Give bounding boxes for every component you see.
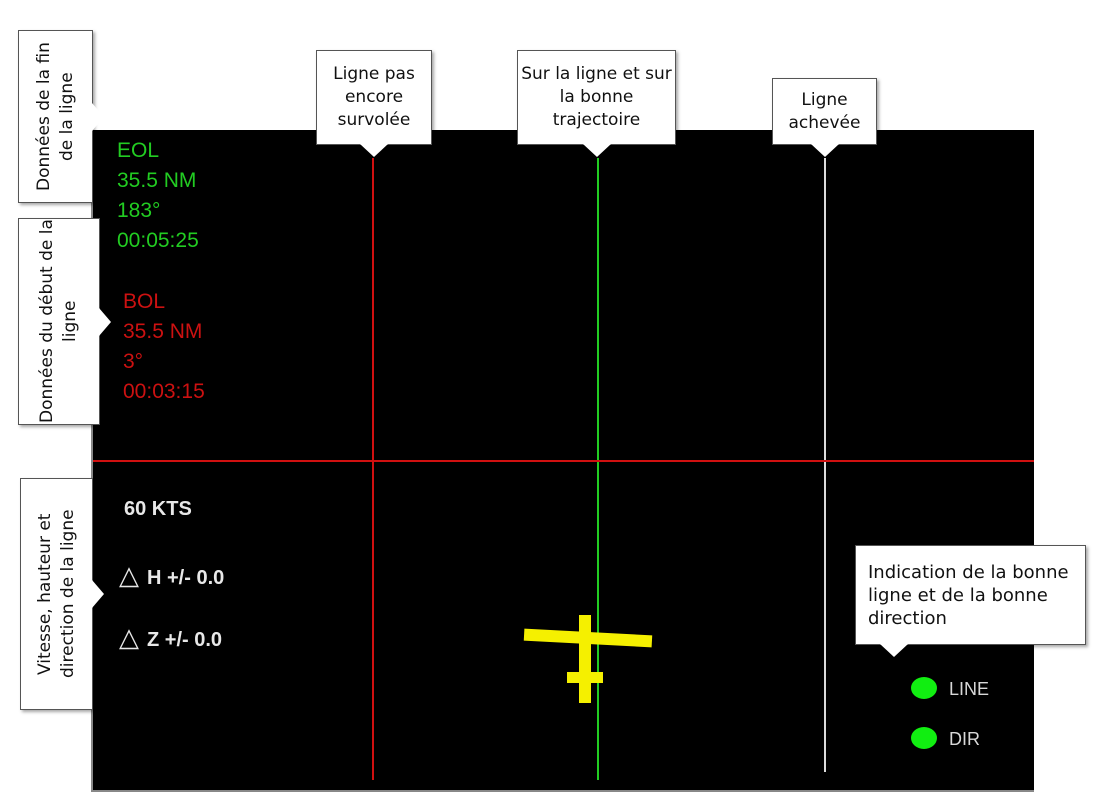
cross-track-line <box>93 460 1034 462</box>
callout-text: Vitesse, hauteur et direction de la lign… <box>34 509 78 679</box>
callout-text: Ligne pas encore survolée <box>333 64 415 130</box>
callout-text: Sur la ligne et sur la bonne trajectoire <box>521 64 672 130</box>
speed-readout: 60 KTS <box>124 498 192 520</box>
direction-deviation: △ Z +/- 0.0 <box>119 622 222 655</box>
callout-text: Données de la fin de la ligne <box>33 42 77 191</box>
bol-distance: 35.5 NM <box>123 320 203 343</box>
bol-label: BOL <box>123 290 166 313</box>
callout-not-flown: Ligne pas encore survolée <box>316 50 432 157</box>
callout-speed-height-direction: Vitesse, hauteur et direction de la lign… <box>20 478 104 710</box>
line-on-track <box>597 158 599 780</box>
eol-data: EOL 35.5 NM 183° 00:05:25 <box>117 136 199 256</box>
callout-text: Ligne achevée <box>788 89 861 133</box>
height-deviation: △ H +/- 0.0 <box>119 560 224 593</box>
callout-text: Indication de la bonne ligne et de la bo… <box>868 561 1069 629</box>
eol-label: EOL <box>117 139 160 162</box>
direction-value: Z +/- 0.0 <box>147 629 223 651</box>
direction-indicator-label: DIR <box>949 729 980 749</box>
delta-icon: △ <box>119 622 139 652</box>
line-indicator-label: LINE <box>949 679 990 699</box>
line-completed <box>824 158 826 772</box>
eol-time: 00:05:25 <box>117 229 199 252</box>
bol-heading: 3° <box>123 350 144 373</box>
line-indicator-led <box>911 677 937 699</box>
navigation-display: EOL 35.5 NM 183° 00:05:25 BOL 35.5 NM 3°… <box>91 130 1034 792</box>
callout-start-data: Données du début de la ligne <box>18 218 111 425</box>
callout-on-track: Sur la ligne et sur la bonne trajectoire <box>517 50 676 157</box>
delta-icon: △ <box>119 560 139 590</box>
callout-indicator: Indication de la bonne ligne et de la bo… <box>855 545 1086 657</box>
eol-distance: 35.5 NM <box>117 169 197 192</box>
height-value: H +/- 0.0 <box>147 567 225 589</box>
callout-completed: Ligne achevée <box>772 78 877 157</box>
direction-indicator-led <box>911 727 937 749</box>
bol-data: BOL 35.5 NM 3° 00:03:15 <box>123 287 205 407</box>
eol-heading: 183° <box>117 199 161 222</box>
callout-text: Données du début de la ligne <box>37 219 80 424</box>
callout-end-data: Données de la fin de la ligne <box>18 30 104 203</box>
bol-time: 00:03:15 <box>123 380 205 403</box>
line-not-flown <box>372 158 374 780</box>
